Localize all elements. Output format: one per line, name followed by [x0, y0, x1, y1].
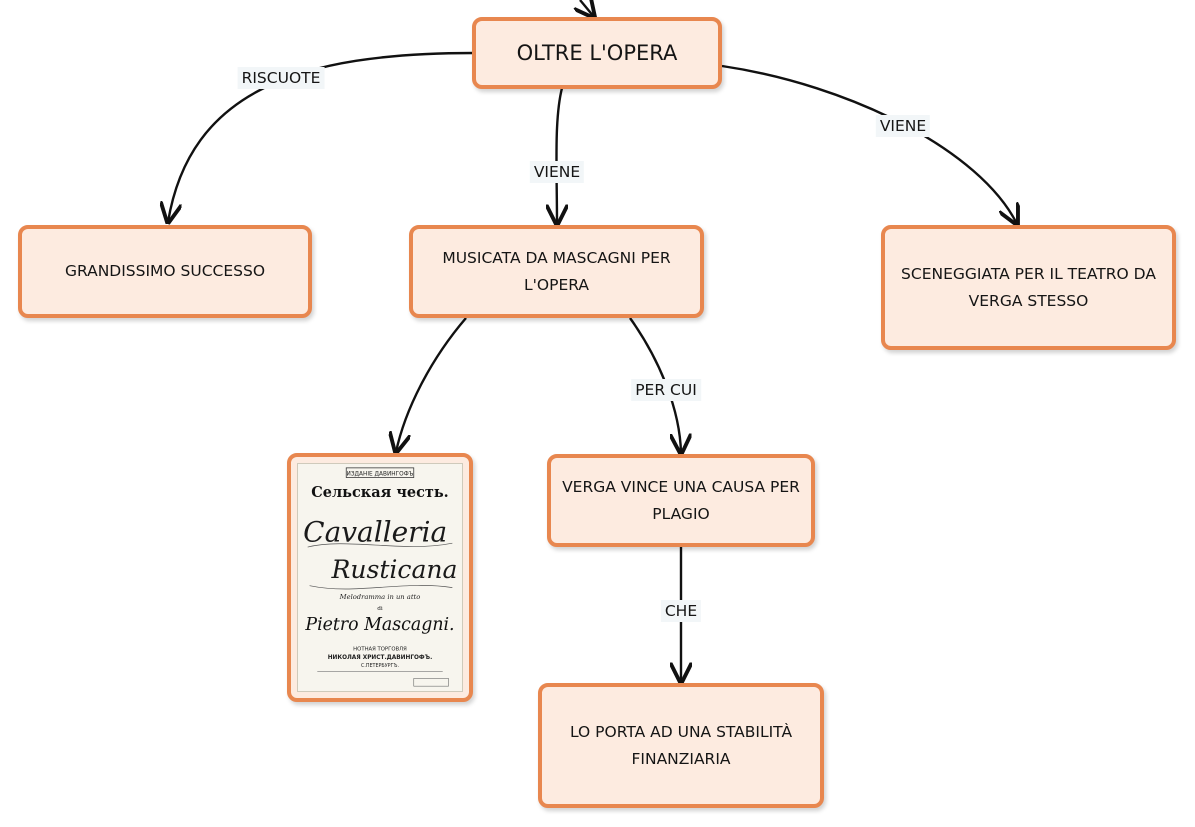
poster-publisher: ИЗДАНІЕ ДАВИНГОФЪ [347, 472, 414, 478]
poster-shop-2: НИКОЛАЯ ХРИСТ.ДАВИНГОФЪ. [328, 655, 433, 661]
cavalleria-rusticana-cover-image: ИЗДАНІЕ ДАВИНГОФЪ Сельская честь. Cavall… [297, 463, 463, 692]
edge-viene-center [556, 87, 562, 224]
node-stabilita-finanziaria-label: LO PORTA AD UNA STABILITÀ FINANZIARIA [569, 722, 793, 768]
poster-title-2: Rusticana [330, 555, 457, 584]
edge-musicata-poster [396, 317, 467, 452]
poster-di: di [377, 606, 383, 612]
edge-viene-right [721, 64, 1017, 224]
node-sceneggiata[interactable]: SCENEGGIATA PER IL TEATRO DA VERGA STESS… [881, 225, 1176, 350]
node-oltre-l-opera[interactable]: OLTRE L'OPERA [472, 17, 722, 89]
poster-shop-1: НОТНАЯ ТОРГОВЛЯ [353, 646, 407, 652]
poster-composer: Pietro Mascagni. [304, 615, 454, 635]
poster-city: С.ПЕТЕРБУРГЪ. [361, 663, 399, 669]
node-musicata-da-mascagni[interactable]: MUSICATA DA MASCAGNI PER L'OPERA [409, 225, 704, 318]
node-grandissimo-successo[interactable]: GRANDISSIMO SUCCESSO [18, 225, 312, 318]
node-verga-vince-label: VERGA VINCE UNA CAUSA PER PLAGIO [562, 477, 800, 523]
node-sceneggiata-label: SCENEGGIATA PER IL TEATRO DA VERGA STESS… [901, 264, 1156, 310]
poster-title-1: Cavalleria [303, 515, 447, 548]
poster-subtitle: Melodramma in un atto [339, 593, 421, 601]
node-poster-image[interactable]: ИЗДАНІЕ ДАВИНГОФЪ Сельская честь. Cavall… [287, 453, 473, 702]
edge-label-che: CHE [660, 600, 702, 622]
node-oltre-l-opera-label: OLTRE L'OPERA [516, 40, 678, 65]
node-musicata-da-mascagni-label: MUSICATA DA MASCAGNI PER L'OPERA [442, 248, 671, 294]
node-grandissimo-successo-label: GRANDISSIMO SUCCESSO [64, 262, 266, 280]
node-verga-vince[interactable]: VERGA VINCE UNA CAUSA PER PLAGIO [547, 454, 815, 547]
edge-label-per-cui: PER CUI [631, 379, 701, 401]
edge-label-riscuote: RISCUOTE [237, 67, 325, 89]
node-stabilita-finanziaria[interactable]: LO PORTA AD UNA STABILITÀ FINANZIARIA [538, 683, 824, 808]
edge-label-viene-right: VIENE [875, 115, 931, 137]
edge-incoming [580, 0, 594, 17]
poster-title-ru: Сельская честь. [311, 484, 448, 501]
edge-label-viene-center: VIENE [529, 161, 585, 183]
